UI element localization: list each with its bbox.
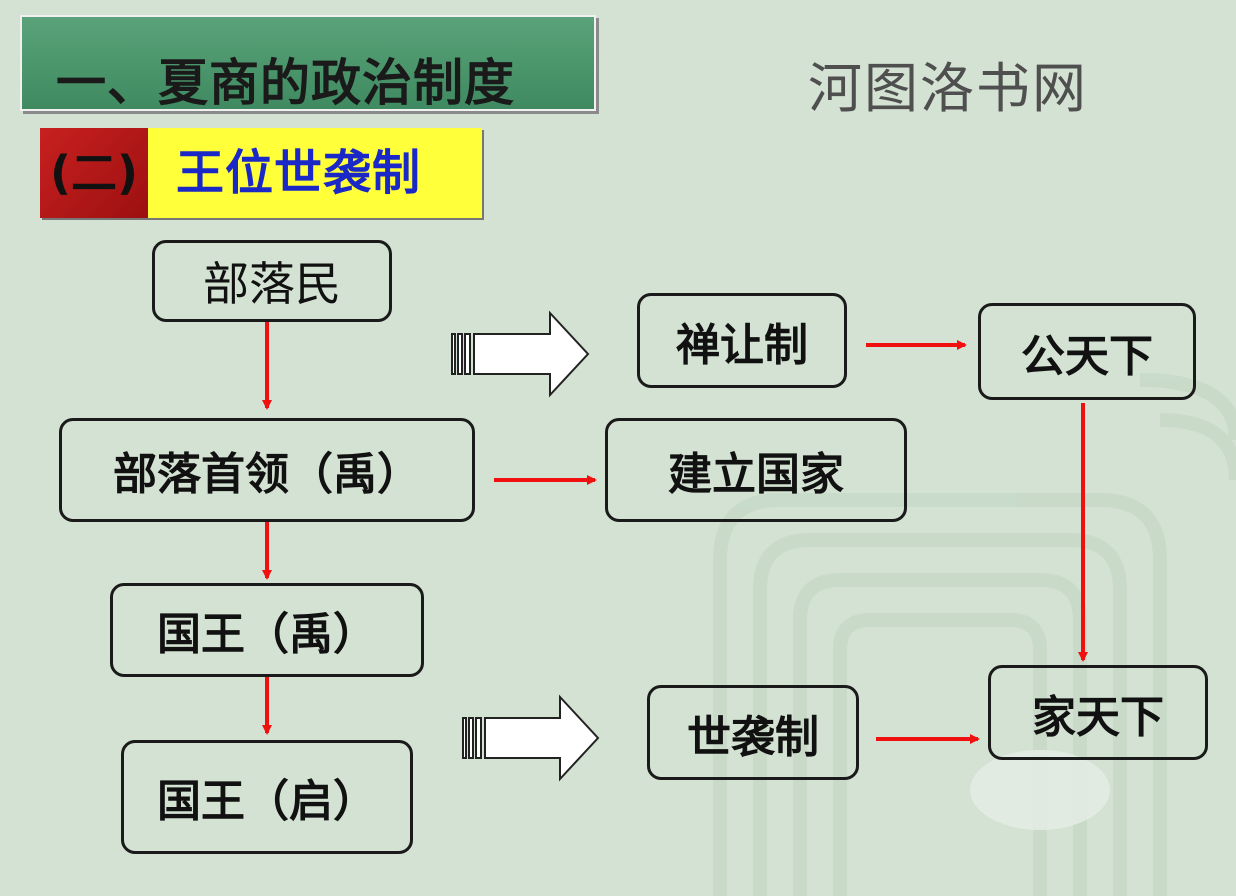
node-family-world-label: 家天下	[1032, 691, 1164, 743]
node-public-world-label: 公天下	[1021, 330, 1153, 382]
watermark: 河图洛书网	[808, 57, 1088, 120]
node-family-world: 家天下	[988, 665, 1208, 760]
node-hereditary: 世袭制	[647, 685, 859, 780]
node-hereditary-label: 世袭制	[687, 711, 819, 763]
node-establish-state-label: 建立国家	[668, 449, 844, 500]
node-king-yu-label: 国王（禹）	[157, 609, 377, 660]
section-heading: 王位世袭制	[176, 145, 422, 201]
node-king-yu: 国王（禹）	[110, 583, 424, 677]
hollow-arrow-bottom	[462, 694, 600, 782]
node-abdication-label: 禅让制	[676, 319, 808, 371]
node-tribe-leader-label: 部落首领（禹）	[113, 449, 421, 500]
hollow-arrow-top	[451, 310, 590, 398]
node-abdication: 禅让制	[637, 293, 847, 388]
node-king-qi: 国王（启）	[121, 740, 413, 854]
node-public-world: 公天下	[978, 303, 1196, 400]
node-king-qi-label: 国王（启）	[157, 776, 377, 827]
page-title: 一、夏商的政治制度	[56, 54, 515, 112]
section-heading-box: 王位世袭制	[148, 128, 482, 218]
node-establish-state: 建立国家	[605, 418, 907, 522]
node-tribe-member: 部落民	[152, 240, 392, 322]
section-number: (二)	[49, 146, 139, 200]
title-bar: 一、夏商的政治制度	[20, 15, 596, 112]
node-tribe-member-label: 部落民	[203, 257, 341, 311]
section-number-badge: (二)	[40, 128, 148, 218]
node-tribe-leader: 部落首领（禹）	[59, 418, 475, 522]
